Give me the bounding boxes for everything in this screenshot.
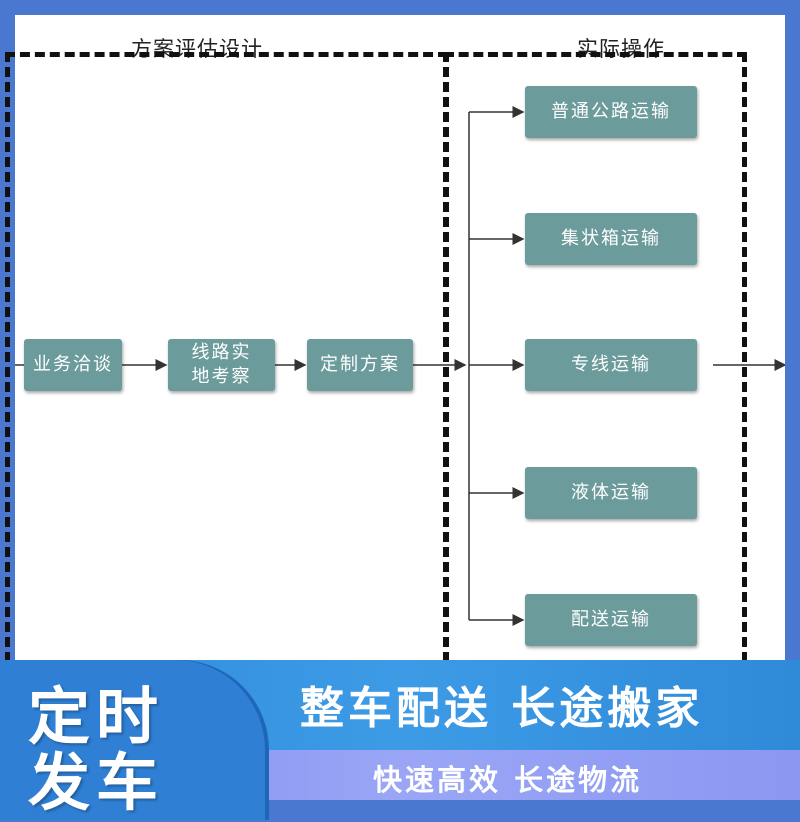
banner-badge: 定时 发车 (0, 660, 265, 820)
diagram-canvas: 方案评估设计 实际操作 业务洽谈 线路实 地考察 定制方案 普通公路运输 集状箱… (5, 15, 785, 692)
section-title-design: 方案评估设计 (131, 37, 263, 61)
badge-line-2: 发车 (28, 746, 165, 819)
node-business-negotiation: 业务洽谈 (24, 339, 122, 391)
banner-subline: 快速高效 长途物流 (373, 763, 643, 797)
node-container-transport: 集状箱运输 (525, 213, 697, 265)
node-road-transport: 普通公路运输 (525, 86, 697, 138)
badge-line-1: 定时 (28, 680, 165, 753)
section-title-operation: 实际操作 (577, 37, 665, 61)
node-custom-plan: 定制方案 (307, 339, 413, 391)
node-route-survey: 线路实 地考察 (168, 339, 275, 391)
connector-layer (15, 106, 785, 626)
banner-headline: 整车配送 长途搬家 (300, 683, 704, 734)
node-liquid-transport: 液体运输 (525, 467, 697, 519)
node-dedicated-line-transport: 专线运输 (525, 339, 697, 391)
node-delivery-transport: 配送运输 (525, 594, 697, 646)
